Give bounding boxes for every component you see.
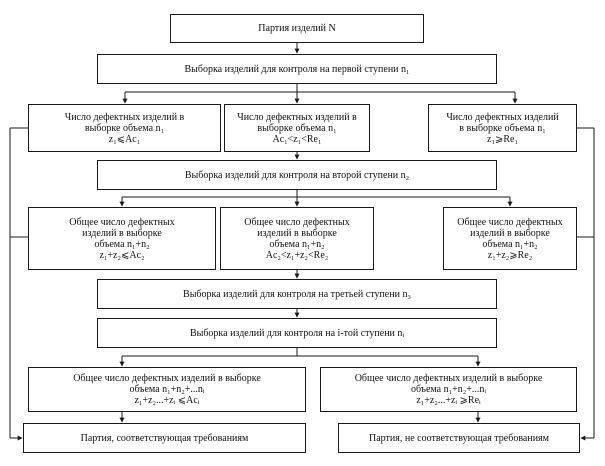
stage-i-box: Выборка изделий для контроля на i-той ст…	[97, 318, 497, 348]
stage3-box: Выборка изделий для контроля на третьей …	[97, 279, 497, 309]
s2-reject-box: Общее число дефектных изделий в выборке …	[443, 207, 577, 270]
s1-accept-box: Число дефектных изделий в выборке объема…	[28, 104, 221, 152]
s1-continue-box: Число дефектных изделий в выборке объема…	[224, 104, 370, 152]
rejected-lot-box: Партия, не соответствующая требованиям	[338, 423, 580, 453]
s2-accept-box: Общее число дефектных изделий в выборке …	[28, 207, 216, 270]
stage2-box: Выборка изделий для контроля на второй с…	[97, 160, 497, 190]
stage1-box: Выборка изделий для контроля на первой с…	[97, 54, 497, 84]
s1-reject-box: Число дефектных изделий в выборке объема…	[428, 104, 577, 152]
s2-continue-box: Общее число дефектных изделий в выборке …	[220, 207, 374, 270]
accepted-lot-box: Партия, соответствующая требованиям	[23, 423, 306, 453]
lot-box: Партия изделий N	[170, 14, 424, 43]
si-accept-box: Общее число дефектных изделий в выборке …	[28, 367, 306, 412]
si-reject-box: Общее число дефектных изделий в выборке …	[320, 367, 577, 412]
